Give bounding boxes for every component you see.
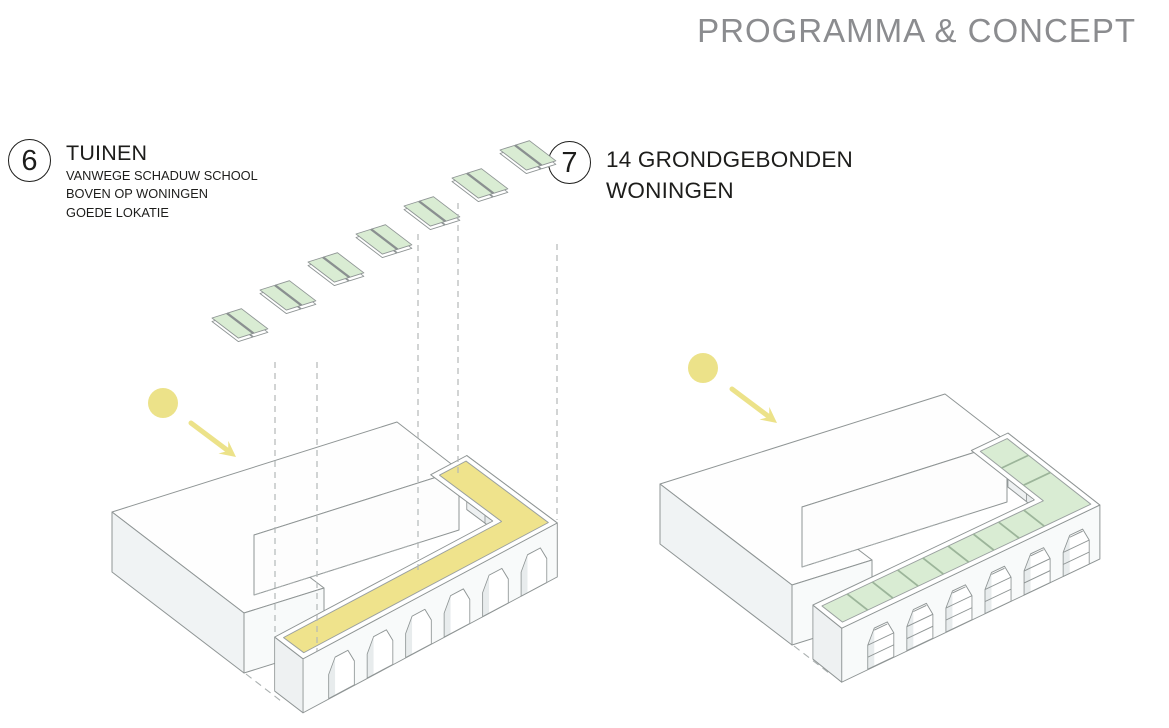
garden-tile-pair — [211, 307, 269, 343]
tile-divider — [1023, 509, 1045, 527]
legend-heading-woningen: 14 GRONDGEBONDEN WONINGEN — [606, 144, 853, 206]
legend-item-tuinen: 6 TUINEN VANWEGE SCHADUW SCHOOL BOVEN OP… — [8, 139, 328, 229]
garden-tile-pair — [355, 223, 413, 259]
tile-divider — [947, 545, 970, 563]
housing-strip — [274, 455, 558, 714]
garden-tile-pair — [259, 279, 317, 315]
legend-heading-tuinen: TUINEN — [66, 141, 148, 165]
roof-garden-tile-dividers — [846, 454, 1051, 611]
hidden-edge-base — [245, 673, 282, 702]
sun-arrow-shaft — [729, 386, 771, 419]
legend-item-woningen: 7 14 GRONDGEBONDEN WONINGEN — [548, 141, 868, 231]
courtyard-wall — [801, 441, 1008, 568]
courtyard-wall — [253, 469, 460, 596]
projection-dashed-lines — [274, 203, 558, 651]
legend-subline-2: BOVEN OP WONINGEN — [66, 186, 208, 202]
floating-garden-tiles — [211, 139, 557, 343]
sun-icon — [148, 388, 178, 418]
sun-arrow-head — [218, 440, 236, 457]
tile-divider — [922, 557, 944, 575]
garden-tile-pair — [307, 251, 365, 287]
legend-subline-3: GOEDE LOKATIE — [66, 204, 169, 220]
hidden-edge-courtyard — [801, 513, 970, 568]
legend-subline-1: VANWEGE SCHADUW SCHOOL — [66, 168, 258, 183]
tile-divider — [897, 569, 919, 587]
tile-divider — [871, 581, 894, 599]
garden-tile-pair — [499, 139, 557, 175]
page-title: PROGRAMMA & CONCEPT — [697, 12, 1136, 49]
tile-divider — [1001, 454, 1029, 469]
tile-divider — [972, 533, 995, 551]
tile-divider — [846, 593, 869, 611]
diagram-woningen — [659, 353, 1101, 683]
sun-arrow-shaft — [188, 420, 230, 453]
diagram-tuinen — [111, 139, 558, 714]
sun-arrow-head — [759, 406, 777, 423]
garden-tile-pair — [403, 195, 461, 231]
tile-divider — [998, 521, 1020, 539]
sun-arrow-icon — [729, 386, 777, 423]
garden-tile-pair — [451, 167, 509, 203]
hidden-edge-courtyard — [253, 541, 422, 596]
housing-strip — [812, 432, 1101, 683]
legend-number-6: 6 — [8, 139, 51, 182]
hidden-edge-base — [793, 645, 830, 674]
legend-heading-line2: WONINGEN — [606, 178, 734, 203]
sun-arrow-icon — [188, 420, 236, 457]
housing-roof-yellow — [283, 460, 549, 654]
legend-sublines-tuinen: VANWEGE SCHADUW SCHOOL BOVEN OP WONINGEN… — [66, 167, 258, 222]
sun-icon — [688, 353, 718, 383]
legend-heading-line1: 14 GRONDGEBONDEN — [606, 147, 853, 172]
tile-divider — [1023, 471, 1051, 487]
